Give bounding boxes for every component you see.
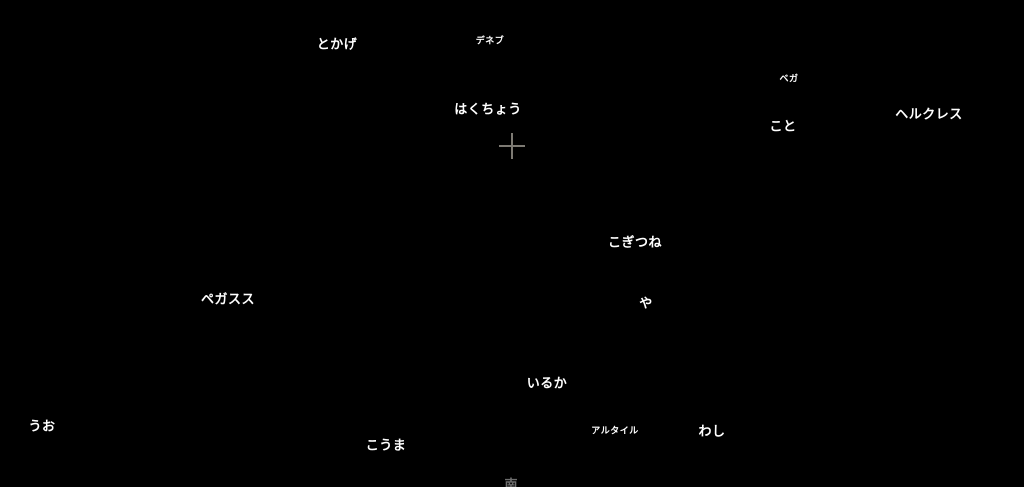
constellation-label: はくちょう	[454, 102, 522, 118]
constellation-label: や	[639, 296, 653, 312]
constellation-label: うお	[28, 419, 56, 435]
direction-label-south: 南	[504, 478, 518, 487]
constellation-label: こうま	[365, 438, 407, 454]
constellation-label: ヘルクレス	[895, 107, 963, 123]
constellation-label: こぎつね	[607, 235, 663, 251]
crosshair-horizontal-bar	[499, 145, 525, 147]
constellation-label: とかげ	[316, 37, 358, 53]
constellation-label: わし	[698, 424, 726, 440]
crosshair-icon	[499, 133, 525, 159]
star-label: アルタイル	[591, 426, 639, 437]
star-label: ベガ	[779, 74, 799, 85]
constellation-label: こと	[769, 119, 797, 135]
star-label: デネブ	[475, 36, 505, 47]
constellation-label: ペガスス	[200, 292, 256, 308]
constellation-label: いるか	[526, 376, 568, 392]
